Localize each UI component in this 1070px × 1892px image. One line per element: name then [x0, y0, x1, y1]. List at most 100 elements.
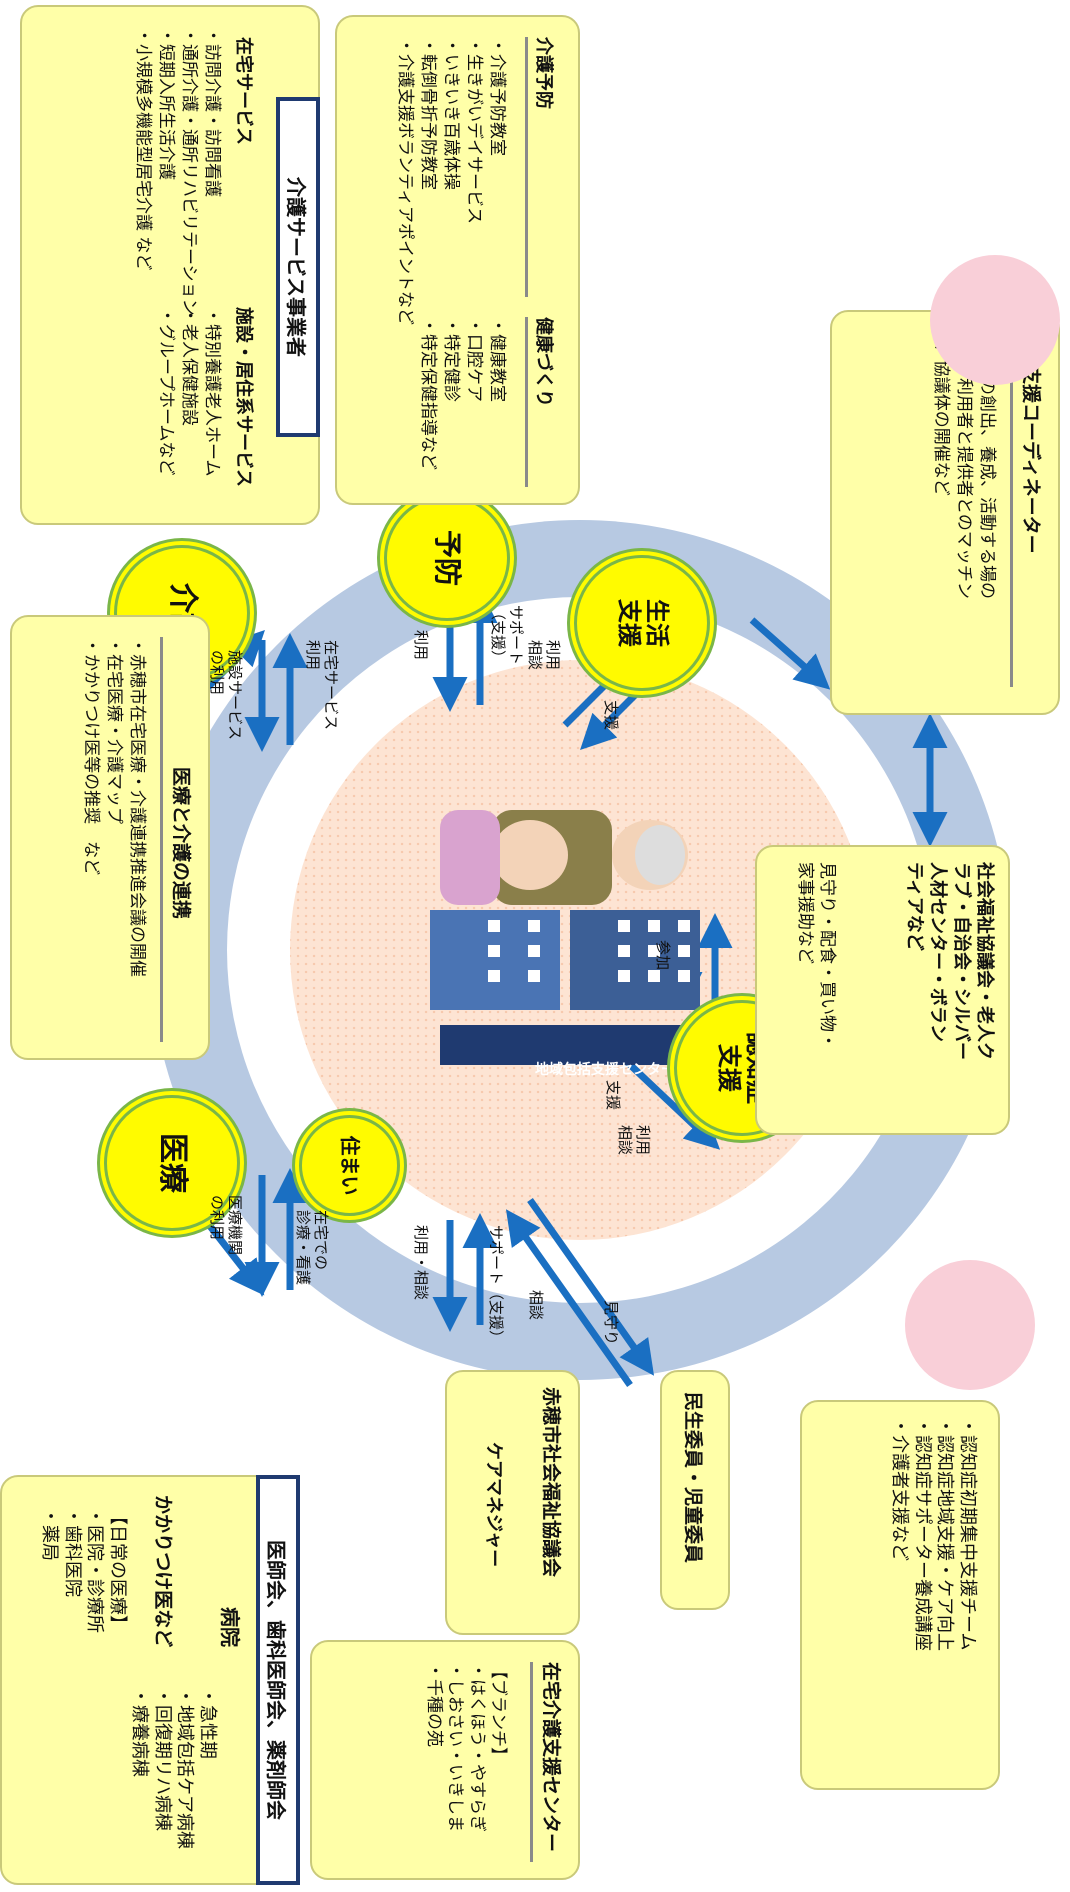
label-mimamori: 見守り: [602, 1300, 620, 1346]
home-support-item-4: ・千種の苑: [424, 1662, 445, 1747]
minsei-box: 民生委員・児童委員: [660, 1370, 730, 1610]
kaigo-yobou-item-3: ・いきいき百歳体操: [441, 37, 462, 190]
home-service-heading: 在宅サービス: [233, 37, 254, 145]
home-service-item-4: ・小規模多機能型居宅介護 など: [133, 27, 154, 271]
kaigo-yobou-rule: [525, 37, 528, 297]
label-shien: 支援: [602, 700, 620, 731]
medical-family-items: 【日常の医療】 ・医院・診療所 ・歯科医院 ・薬局: [38, 1507, 129, 1633]
social-title-2: ラブ・自治会・シルバー: [950, 862, 972, 1060]
label-use-consult2: 利用 相談: [616, 1125, 652, 1155]
node-yobou: 予防: [384, 495, 510, 621]
label-sanka: 参加: [654, 940, 672, 970]
home-support-item-1: 【ブランチ】: [488, 1662, 508, 1764]
label-support: サポート （支援）: [489, 605, 525, 665]
home-support-box: 在宅介護支援センター 【ブランチ】 ・はくほう・やすらぎ ・しおさい・いきしま …: [310, 1640, 580, 1880]
health-item-2: ・口腔ケア: [464, 317, 485, 402]
home-support-items: 【ブランチ】 ・はくほう・やすらぎ ・しおさい・いきしま ・千種の苑: [423, 1662, 508, 1832]
label-riyou-soudan: 利用・相談: [412, 1225, 430, 1301]
kaigo-yobou-items: ・介護予防教室 ・生きがいデイサービス ・いきいき百歳体操 ・転倒骨折予防教室 …: [393, 37, 508, 325]
kaigo-yobou-item-5: ・介護支援ボランティアポイントなど: [395, 37, 416, 325]
node-seikatsu-line2: 支援: [615, 599, 643, 647]
label-facility-use: 施設サービス の利用: [208, 650, 244, 740]
health-item-1: ・健康教室: [487, 317, 507, 402]
health-item-3: ・特定健診: [441, 317, 462, 402]
label-home-service-use: 在宅サービス 利用: [304, 640, 340, 730]
label-use-consult: 利用 相談: [526, 640, 562, 670]
label-home-service-use-1: 在宅サービス: [322, 640, 340, 731]
label-support-long: サポート（支援）: [487, 1225, 505, 1346]
home-support-item-3: ・しおさい・いきしま: [445, 1662, 466, 1832]
home-service-item-2: ・通所介護・通所リハビリテーション: [179, 27, 200, 316]
health-heading: 健康づくり: [533, 317, 554, 407]
label-home-care: 在宅での 診療・看護: [294, 1210, 330, 1285]
label-use-consult2-2: 相談: [616, 1125, 634, 1156]
dementia-item-3: ・認知症サポーター養成講座: [912, 1417, 933, 1651]
hospital-item-1: ・急性期: [197, 1687, 218, 1759]
node-seikatsu-line1: 生活: [642, 599, 671, 647]
node-ninchi-line2: 支援: [715, 1044, 743, 1092]
kaigo-yobou-heading: 介護予防: [533, 37, 554, 109]
family-item-4: ・薬局: [39, 1507, 61, 1561]
label-support-2: （支援）: [489, 605, 507, 666]
social-items: 見守り・配食・買い物・ 家事援助など: [794, 862, 838, 1049]
prevention-box: 健康づくり ・健康教室 ・口腔ケア ・特定健診 ・特定保健指導など 介護予防 ・…: [335, 15, 580, 505]
kaigo-yobou-item-1: ・介護予防教室: [487, 37, 507, 156]
label-iryo-use-1: 医療機関: [226, 1195, 244, 1256]
shakyo-title: 赤穂市社会福祉協議会: [540, 1387, 562, 1578]
label-use-consult-2: 相談: [526, 640, 544, 671]
medical-family-heading: かかりつけ医など: [152, 1495, 174, 1648]
medical-title: 医師会、歯科医師会、薬剤師会: [256, 1475, 300, 1885]
dementia-box: ・認知症初期集中支援チーム ・認知症地域支援・ケア向上 ・認知症サポーター養成講…: [800, 1400, 1000, 1790]
label-sanka-2: 加: [654, 955, 672, 971]
medical-hospital-heading: 病院: [218, 1607, 242, 1647]
kaigo-yobou-item-4: ・転倒骨折予防教室: [418, 37, 439, 190]
family-item-2: ・医院・診療所: [84, 1507, 106, 1633]
label-sanka-1: 参: [654, 940, 672, 956]
label-iryo-use: 医療機関 の利用: [208, 1195, 244, 1255]
social-box: 社会福祉協議会・老人ク ラブ・自治会・シルバー 人材センター・ボラン ティアなど…: [755, 845, 1010, 1135]
renkei-rule: [160, 637, 163, 1042]
shakyo-box: 赤穂市社会福祉協議会 ケアマネジャー: [445, 1370, 580, 1635]
kaigo-service-box: 介護サービス事業者 施設・居住系サービス ・特別養護老人ホーム ・老人保健施設 …: [20, 5, 320, 525]
home-support-item-2: ・はくほう・やすらぎ: [466, 1662, 487, 1832]
node-seikatsu: 生活 支援: [574, 555, 710, 691]
social-item-1: 見守り・配食・買い物・: [817, 862, 837, 1049]
coordinator-people-illustration: [930, 255, 1060, 385]
hospital-item-2: ・地域包括ケア病棟: [174, 1687, 196, 1849]
facility-item-3: ・グループホームなど: [156, 307, 177, 476]
label-use-consult2-1: 利用: [634, 1125, 652, 1156]
medical-box: 医師会、歯科医師会、薬剤師会 病院 かかりつけ医など ・急性期 ・地域包括ケア病…: [0, 1475, 300, 1885]
center-label: 地域包括支援センター: [535, 1062, 675, 1078]
health-items: ・健康教室 ・口腔ケア ・特定健診 ・特定保健指導など: [416, 317, 508, 470]
facility-items: ・特別養護老人ホーム ・老人保健施設 ・グループホームなど: [154, 307, 223, 477]
facility-heading: 施設・居住系サービス: [233, 307, 254, 487]
family-item-3: ・歯科医院: [62, 1507, 83, 1597]
renkei-items: ・赤穂市在宅医療・介護連携推進会議の開催 ・在宅医療・介護マップ ・かかりつけ医…: [79, 637, 148, 977]
coordinator-item-3: グ、協議体の開催など: [931, 327, 952, 496]
label-support-1: サポート: [507, 605, 525, 666]
renkei-item-2: ・在宅医療・介護マップ: [104, 637, 125, 824]
dementia-item-2: ・認知症地域支援・ケア向上: [934, 1417, 956, 1651]
kaigo-service-title: 介護サービス事業者: [276, 97, 320, 437]
home-support-rule: [530, 1662, 533, 1862]
home-service-items: ・訪問介護・訪問看護 ・通所介護・通所リハビリテーション ・短期入所生活介護 ・…: [131, 27, 223, 316]
label-facility-use-1: 施設サービス: [226, 650, 244, 741]
label-shien2: 支援: [604, 1080, 622, 1111]
home-service-item-1: ・訪問介護・訪問看護: [202, 27, 222, 197]
dementia-item-4: ・介護者支援など: [889, 1417, 911, 1561]
label-yobou-use: 利用: [412, 630, 430, 661]
label-iryo-use-2: の利用: [208, 1195, 226, 1241]
facility-item-2: ・老人保健施設: [179, 307, 200, 426]
hospital-item-3: ・回復期リハ病棟: [152, 1687, 173, 1831]
home-service-item-3: ・短期入所生活介護: [156, 27, 177, 180]
label-home-service-use-2: 利用: [304, 640, 322, 671]
health-rule: [525, 317, 528, 487]
renkei-item-1: ・赤穂市在宅医療・介護連携推進会議の開催: [127, 637, 147, 977]
label-use-consult-1: 利用: [544, 640, 562, 671]
label-home-care-2: 診療・看護: [294, 1210, 312, 1286]
family-item-1: 【日常の医療】: [107, 1507, 128, 1633]
hospital-item-4: ・療養病棟: [129, 1687, 151, 1777]
social-title-3: 人材センター・ボラン: [927, 862, 949, 1042]
dementia-item-1: ・認知症初期集中支援チーム: [957, 1417, 978, 1651]
center-illustration: [430, 810, 700, 1065]
